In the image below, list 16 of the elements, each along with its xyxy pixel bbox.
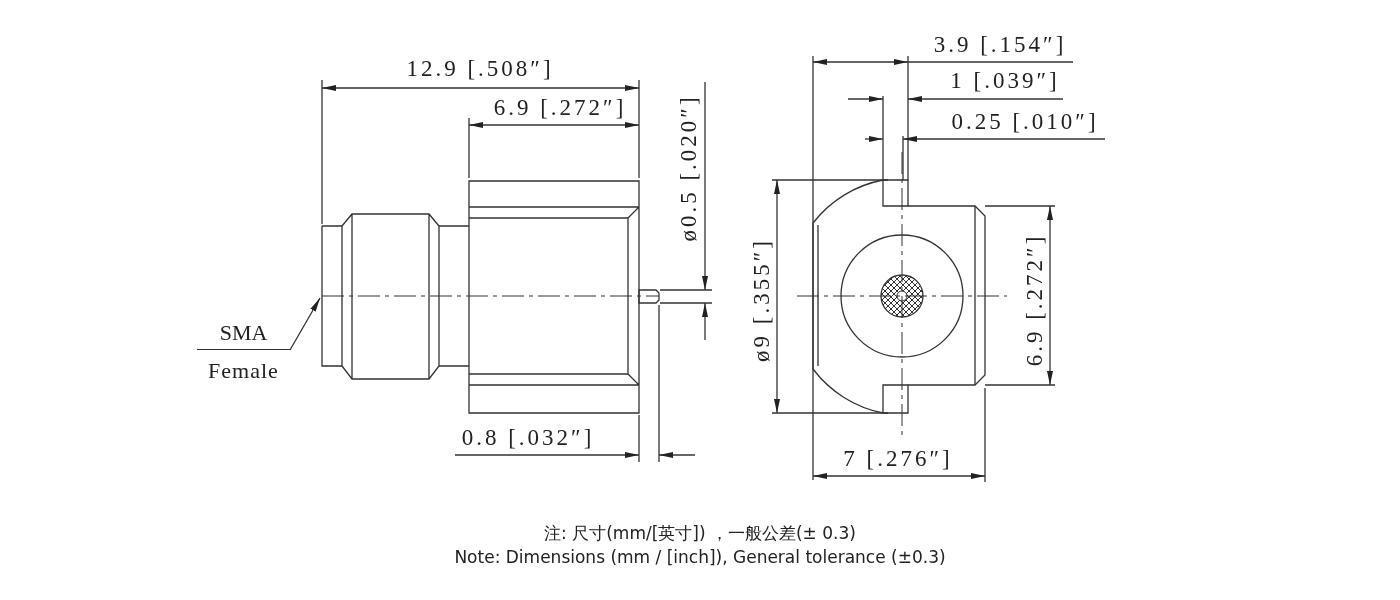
dimension-label: 0.8 [.032″]	[461, 425, 595, 449]
callout-text: SMA	[197, 322, 290, 350]
note-text: 注: 尺寸(mm/[英寸]) ，一般公差(± 0.3)	[544, 524, 856, 542]
dimension-label: 1 [.039″]	[950, 68, 1060, 92]
dimension-label: 3.9 [.154″]	[933, 32, 1067, 56]
dimension-label: ø0.5 [.020″]	[676, 94, 700, 242]
leader-line	[289, 297, 321, 351]
dimension-label: 7 [.276″]	[843, 446, 953, 470]
dimension-label: 0.25 [.010″]	[951, 109, 1099, 133]
dimension-label: 12.9 [.508″]	[406, 56, 554, 80]
connector-side-view-drawing	[322, 180, 660, 414]
callout-text: Female	[207, 360, 280, 382]
dimension-label: ø9 [.355″]	[749, 238, 773, 362]
dimension-label: 6.9 [.272″]	[1022, 233, 1046, 367]
note-text: Note: Dimensions (mm / [inch]), General tolerance (±0.3)	[454, 548, 946, 566]
dimension-label: 6.9 [.272″]	[493, 95, 627, 119]
